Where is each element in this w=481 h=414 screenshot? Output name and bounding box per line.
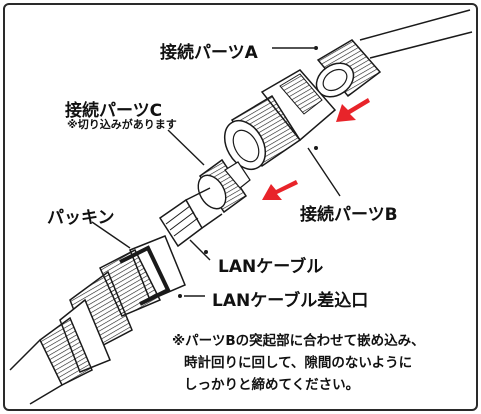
part-c-shape [197,158,251,214]
label-part-c-note: ※切り込みがあります [67,118,177,131]
label-part-b: 接続パーツB [300,205,398,225]
instruction-line-1: ※パーツBの突起部に合わせて嵌め込み、 [172,333,425,349]
lan-plug-shape [158,187,223,248]
cable-top [359,9,473,59]
label-lan-cable: LANケーブル [218,257,324,277]
leader-dot-b [314,146,318,150]
label-lan-inlet: LANケーブル差込口 [212,291,369,311]
leader-dot-a [314,46,318,50]
leader-dot-cable [204,250,208,254]
label-part-c: 接続パーツC [65,101,163,121]
leader-dot-inlet [178,294,182,298]
leader-lines [91,47,341,297]
instruction-note: ※パーツBの突起部に合わせて嵌め込み、 時計回りに回して、隙間のないように しっ… [172,330,468,396]
red-arrow-2 [262,180,298,200]
device-body-shape [9,235,186,405]
red-arrow-1 [336,98,370,122]
part-a-shape [315,39,382,98]
part-b-shape [223,69,337,170]
instruction-line-2: 時計回りに回して、隙間のないように [184,355,413,371]
label-part-a: 接続パーツA [160,43,258,63]
label-packing: パッキン [47,208,115,228]
instruction-line-3: しっかりと締めてください。 [184,377,360,393]
